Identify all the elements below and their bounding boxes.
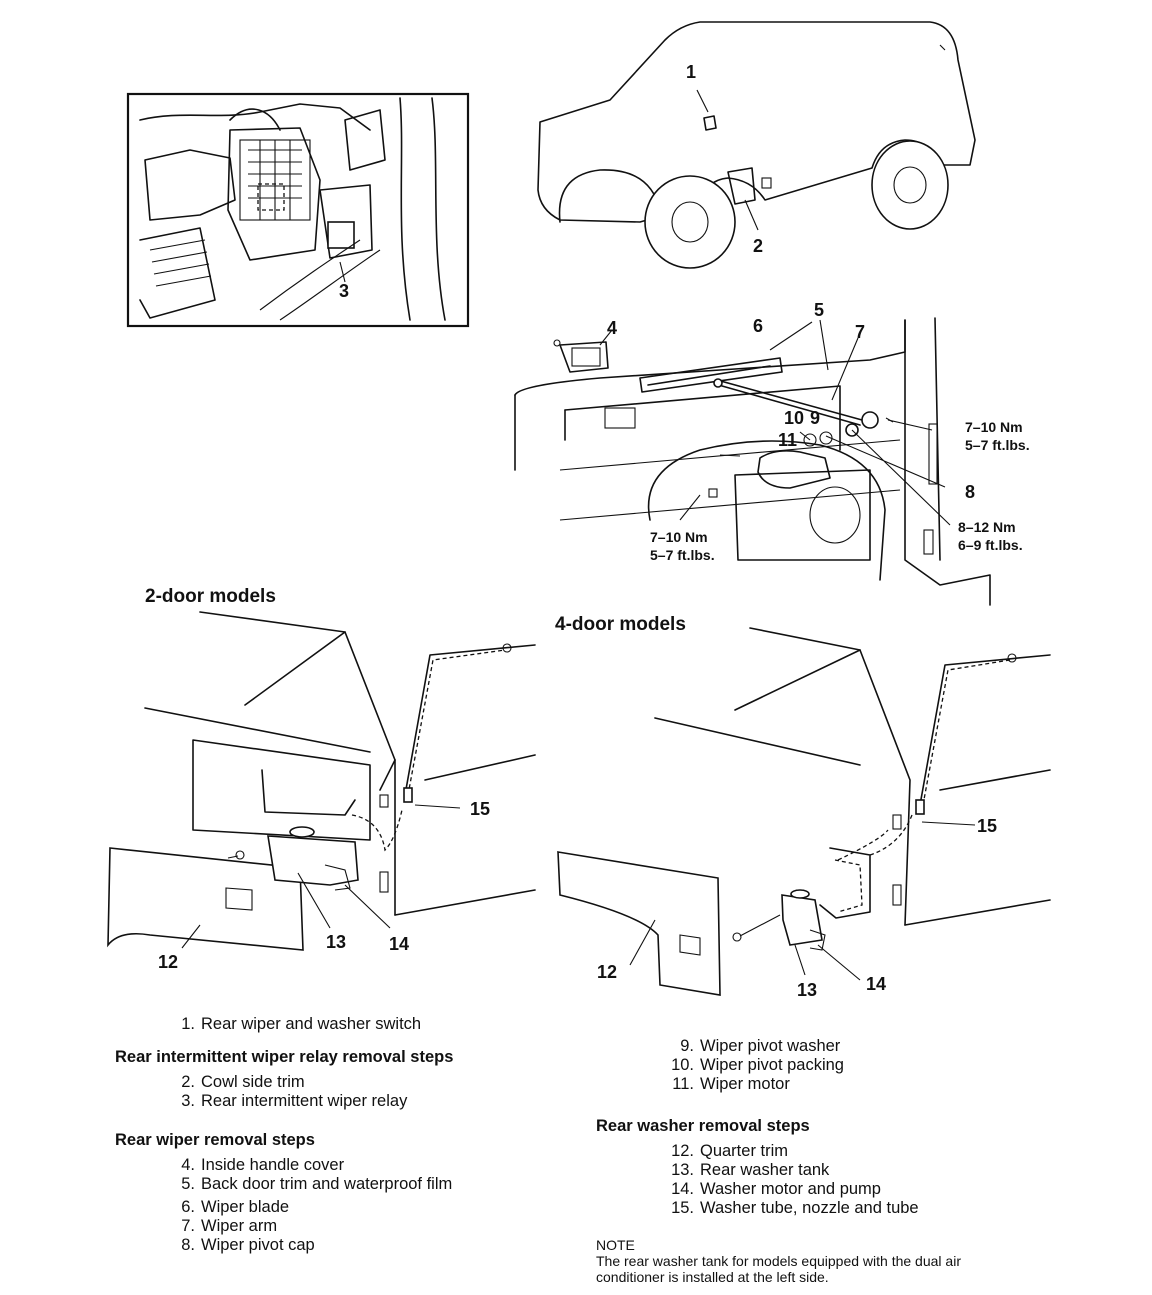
callout-4: 4 bbox=[607, 318, 617, 338]
legend-item-6: 6. Wiper blade bbox=[165, 1198, 452, 1217]
two-door-label: 2-door models bbox=[145, 586, 276, 607]
legend-text: Inside handle cover bbox=[201, 1156, 345, 1174]
callout-6: 6 bbox=[753, 316, 763, 336]
legend-text: Washer tube, nozzle and tube bbox=[700, 1199, 919, 1217]
callout-9: 9 bbox=[810, 408, 820, 428]
callout-1: 1 bbox=[686, 62, 696, 82]
legend-left: 1. Rear wiper and washer switch bbox=[165, 1015, 421, 1034]
legend-num: 13. bbox=[671, 1161, 694, 1179]
legend-item-12: 12. Quarter trim bbox=[664, 1142, 919, 1161]
legend-num: 5. bbox=[181, 1175, 195, 1193]
legend-item-15: 15. Washer tube, nozzle and tube bbox=[664, 1199, 919, 1218]
vehicle-overview bbox=[537, 21, 976, 269]
wiper-heading: Rear wiper removal steps bbox=[115, 1131, 315, 1149]
callout-2: 2 bbox=[753, 236, 763, 256]
legend-num: 8. bbox=[181, 1236, 195, 1254]
legend-item-13: 13. Rear washer tank bbox=[664, 1161, 919, 1180]
callout-12-4door: 12 bbox=[597, 962, 617, 982]
legend-item-4: 4. Inside handle cover bbox=[165, 1156, 452, 1175]
callout-13-2door: 13 bbox=[326, 932, 346, 952]
legend-item-2: 2. Cowl side trim bbox=[165, 1073, 453, 1092]
callout-7: 7 bbox=[855, 322, 865, 342]
legend-num: 11. bbox=[672, 1075, 694, 1093]
legend-num: 3. bbox=[181, 1092, 195, 1110]
two-door-washer-assembly bbox=[107, 611, 536, 951]
legend-item-14: 14. Washer motor and pump bbox=[664, 1180, 919, 1199]
torque-nut-nm: 8–12 Nm bbox=[958, 519, 1016, 535]
callout-8: 8 bbox=[965, 482, 975, 502]
legend-text: Wiper pivot washer bbox=[700, 1037, 841, 1055]
legend-num: 6. bbox=[181, 1198, 195, 1216]
torque-motor-nm: 7–10 Nm bbox=[650, 529, 708, 545]
legend-num: 4. bbox=[181, 1156, 195, 1174]
relay-heading: Rear intermittent wiper relay removal st… bbox=[115, 1048, 454, 1066]
callout-12-2door: 12 bbox=[158, 952, 178, 972]
legend-num: 7. bbox=[181, 1217, 195, 1235]
legend-num: 10. bbox=[671, 1056, 694, 1074]
legend-item-1: 1. Rear wiper and washer switch bbox=[165, 1015, 421, 1034]
callout-10: 10 bbox=[784, 408, 804, 428]
wiper-steps: Rear wiper removal steps 4. Inside handle… bbox=[115, 1131, 452, 1255]
callout-5: 5 bbox=[814, 300, 824, 320]
torque-pivot-ft: 5–7 ft.lbs. bbox=[965, 437, 1030, 453]
legend-text: Washer motor and pump bbox=[700, 1180, 881, 1198]
legend-num: 14. bbox=[671, 1180, 694, 1198]
note-text: The rear washer tank for models equipped… bbox=[596, 1253, 961, 1285]
washer-heading: Rear washer removal steps bbox=[596, 1117, 810, 1135]
torque-motor-ft: 5–7 ft.lbs. bbox=[650, 547, 715, 563]
relay-steps: Rear intermittent wiper relay removal st… bbox=[115, 1048, 453, 1111]
torque-pivot-nm: 7–10 Nm bbox=[965, 419, 1023, 435]
legend-num: 1. bbox=[181, 1015, 195, 1033]
legend-text: Wiper blade bbox=[201, 1198, 290, 1216]
legend-text: Quarter trim bbox=[700, 1142, 789, 1160]
diagram-artwork: 3 1 2 bbox=[107, 21, 1051, 1000]
legend-num: 9. bbox=[680, 1037, 694, 1055]
washer-steps: Rear washer removal steps 12. Quarter tri… bbox=[596, 1117, 919, 1218]
legend-text: Rear intermittent wiper relay bbox=[201, 1092, 408, 1110]
legend-item-11: 11. Wiper motor bbox=[664, 1075, 844, 1094]
four-door-washer-assembly bbox=[557, 627, 1051, 996]
callout-13-4door: 13 bbox=[797, 980, 817, 1000]
callout-15-2door: 15 bbox=[470, 799, 490, 819]
legend-text: Wiper arm bbox=[201, 1217, 278, 1235]
legend-item-10: 10. Wiper pivot packing bbox=[664, 1056, 844, 1075]
legend-item-3: 3. Rear intermittent wiper relay bbox=[165, 1092, 453, 1111]
legend-item-7: 7. Wiper arm bbox=[165, 1217, 452, 1236]
rear-door-wiper-assembly bbox=[514, 317, 991, 606]
callout-15-4door: 15 bbox=[977, 816, 997, 836]
torque-nut-ft: 6–9 ft.lbs. bbox=[958, 537, 1023, 553]
legend-num: 15. bbox=[671, 1199, 694, 1217]
four-door-label: 4-door models bbox=[555, 614, 686, 635]
callout-14-4door: 14 bbox=[866, 974, 886, 994]
note-block: NOTE The rear washer tank for models equ… bbox=[596, 1237, 1026, 1285]
callout-3: 3 bbox=[339, 281, 349, 301]
legend-text: Back door trim and waterproof film bbox=[201, 1175, 453, 1193]
legend-item-8: 8. Wiper pivot cap bbox=[165, 1236, 452, 1255]
callout-14-2door: 14 bbox=[389, 934, 409, 954]
legend-text: Wiper motor bbox=[700, 1075, 790, 1093]
note-title: NOTE bbox=[596, 1237, 635, 1253]
legend-item-5: 5. Back door trim and waterproof film bbox=[165, 1175, 452, 1194]
legend-num: 2. bbox=[181, 1073, 195, 1091]
wiper-steps-continued: 9. Wiper pivot washer 10. Wiper pivot pack… bbox=[664, 1037, 844, 1094]
relay-location-inset bbox=[126, 92, 470, 328]
legend-num: 12. bbox=[671, 1142, 694, 1160]
callout-11: 11 bbox=[778, 430, 797, 450]
legend-item-9: 9. Wiper pivot washer bbox=[664, 1037, 844, 1056]
legend-text: Rear wiper and washer switch bbox=[201, 1015, 422, 1033]
legend-text: Cowl side trim bbox=[201, 1073, 305, 1091]
legend-text: Wiper pivot packing bbox=[700, 1056, 844, 1074]
legend-text: Rear washer tank bbox=[700, 1161, 830, 1179]
legend-text: Wiper pivot cap bbox=[201, 1236, 315, 1254]
